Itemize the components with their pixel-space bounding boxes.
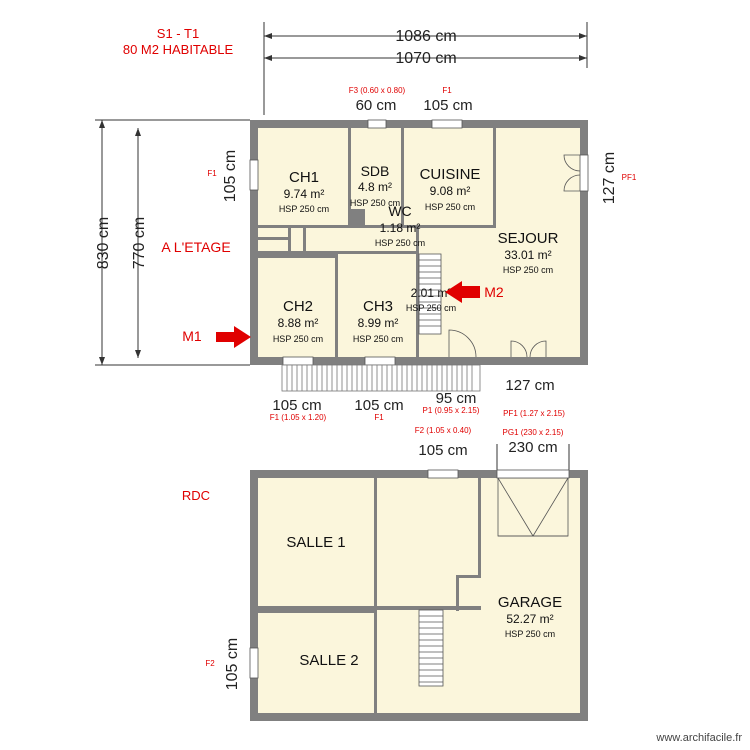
svg-text:WC: WC bbox=[388, 203, 411, 219]
room-salle-2: SALLE 2 bbox=[299, 652, 358, 669]
room-stair-landing: 2.01 m² HSP 250 cm bbox=[406, 286, 456, 313]
marker-m1-label: M1 bbox=[182, 328, 202, 344]
rdc-window-f2-left bbox=[249, 647, 259, 679]
marker-m2-arrow bbox=[445, 281, 480, 303]
svg-text:GARAGE: GARAGE bbox=[498, 594, 562, 611]
label-a-letage: A L'ETAGE bbox=[161, 239, 230, 255]
dim-rdc-f2: 105 cm bbox=[418, 442, 467, 459]
room-sejour: SEJOUR 33.01 m² HSP 250 cm bbox=[498, 230, 559, 275]
dim-ch1-window: 105 cm bbox=[222, 150, 239, 202]
ground-partition-walls bbox=[258, 478, 481, 713]
svg-text:2.01 m²: 2.01 m² bbox=[411, 286, 452, 300]
ground-staircase bbox=[418, 609, 444, 687]
rdc-top-dimension-ticks bbox=[496, 444, 570, 470]
label-f1-window-left: F1 bbox=[207, 169, 217, 178]
label-pf1-right: PF1 bbox=[622, 173, 637, 182]
label-f3-window: F3 (0.60 x 0.80) bbox=[349, 86, 406, 95]
plan-title-line1: S1 - T1 bbox=[157, 26, 199, 41]
room-ch2: CH2 8.88 m² HSP 250 cm bbox=[273, 298, 323, 344]
watermark: www.archifacile.fr bbox=[655, 732, 742, 744]
dim-inner-height: 770 cm bbox=[131, 217, 148, 269]
upper-windows bbox=[249, 119, 589, 366]
upper-staircase bbox=[418, 253, 442, 335]
top-dimension-lines bbox=[263, 22, 588, 115]
label-p1-door: P1 (0.95 x 2.15) bbox=[423, 406, 480, 415]
room-ch1: CH1 9.74 m² HSP 250 cm bbox=[279, 169, 329, 214]
svg-text:1.18 m²: 1.18 m² bbox=[380, 221, 421, 235]
dim-ch3-window: 105 cm bbox=[354, 397, 403, 414]
svg-text:8.99 m²: 8.99 m² bbox=[358, 316, 399, 330]
dim-sdb-window: 60 cm bbox=[356, 97, 397, 114]
svg-text:SDB: SDB bbox=[361, 163, 390, 179]
dim-total-height: 830 cm bbox=[95, 217, 112, 269]
dim-pf1-door: 127 cm bbox=[505, 377, 554, 394]
label-rdc: RDC bbox=[182, 488, 210, 503]
marker-m1-arrow bbox=[216, 326, 251, 348]
label-f1-window-top: F1 bbox=[442, 86, 452, 95]
left-dimension-lines bbox=[95, 119, 250, 366]
rdc-window-f2-top bbox=[427, 469, 459, 479]
label-pf1-bottom: PF1 (1.27 x 2.15) bbox=[503, 409, 565, 418]
marker-m2-label: M2 bbox=[484, 284, 504, 300]
svg-text:HSP 250 cm: HSP 250 cm bbox=[279, 204, 329, 214]
dim-inner-width: 1070 cm bbox=[395, 50, 456, 67]
svg-text:4.8 m²: 4.8 m² bbox=[358, 180, 392, 194]
dim-cuisine-window: 105 cm bbox=[423, 97, 472, 114]
garage-door bbox=[497, 477, 569, 537]
dim-total-width: 1086 cm bbox=[395, 28, 456, 45]
svg-text:HSP 250 cm: HSP 250 cm bbox=[425, 202, 475, 212]
dim-rdc-pg1: 230 cm bbox=[508, 439, 557, 456]
svg-text:SEJOUR: SEJOUR bbox=[498, 230, 559, 247]
room-wc: WC 1.18 m² HSP 250 cm bbox=[375, 203, 425, 248]
left-dimension-arrows bbox=[99, 120, 141, 365]
svg-text:HSP 250 cm: HSP 250 cm bbox=[273, 334, 323, 344]
room-cuisine: CUISINE 9.08 m² HSP 250 cm bbox=[420, 166, 481, 212]
svg-text:HSP 250 cm: HSP 250 cm bbox=[353, 334, 403, 344]
label-f1-bottom-a: F1 (1.05 x 1.20) bbox=[270, 413, 327, 422]
room-sdb: SDB 4.8 m² HSP 250 cm bbox=[350, 163, 400, 208]
label-f1-bottom-b: F1 bbox=[374, 413, 384, 422]
dim-entry-door: 95 cm bbox=[436, 390, 477, 407]
svg-text:9.74 m²: 9.74 m² bbox=[284, 187, 325, 201]
top-dimension-arrows bbox=[264, 33, 587, 61]
room-salle-1: SALLE 1 bbox=[286, 534, 345, 551]
svg-text:CH1: CH1 bbox=[289, 169, 319, 186]
dim-rdc-left-window: 105 cm bbox=[224, 638, 241, 690]
upper-floor-rooms bbox=[258, 128, 580, 357]
svg-text:CH2: CH2 bbox=[283, 298, 313, 315]
svg-text:HSP 250 cm: HSP 250 cm bbox=[350, 198, 400, 208]
svg-text:9.08 m²: 9.08 m² bbox=[430, 184, 471, 198]
garage-door-opening bbox=[496, 469, 570, 479]
svg-text:8.88 m²: 8.88 m² bbox=[278, 316, 319, 330]
label-pg1: PG1 (230 x 2.15) bbox=[503, 428, 564, 437]
svg-text:CUISINE: CUISINE bbox=[420, 166, 481, 183]
balcony-railing bbox=[281, 364, 481, 392]
room-garage: GARAGE 52.27 m² HSP 250 cm bbox=[498, 594, 562, 639]
plan-title-line2: 80 M2 HABITABLE bbox=[123, 42, 234, 57]
svg-text:HSP 250 cm: HSP 250 cm bbox=[505, 629, 555, 639]
label-f2-left: F2 bbox=[205, 659, 215, 668]
svg-text:CH3: CH3 bbox=[363, 298, 393, 315]
svg-text:33.01 m²: 33.01 m² bbox=[504, 248, 551, 262]
room-ch3: CH3 8.99 m² HSP 250 cm bbox=[353, 298, 403, 344]
svg-text:HSP 250 cm: HSP 250 cm bbox=[406, 303, 456, 313]
svg-text:HSP 250 cm: HSP 250 cm bbox=[375, 238, 425, 248]
door-swings bbox=[448, 154, 581, 358]
dim-ch2-window: 105 cm bbox=[272, 397, 321, 414]
label-f2-top: F2 (1.05 x 0.40) bbox=[415, 426, 472, 435]
dim-sejour-door: 127 cm bbox=[601, 152, 618, 204]
svg-text:52.27 m²: 52.27 m² bbox=[506, 612, 553, 626]
svg-text:HSP 250 cm: HSP 250 cm bbox=[503, 265, 553, 275]
